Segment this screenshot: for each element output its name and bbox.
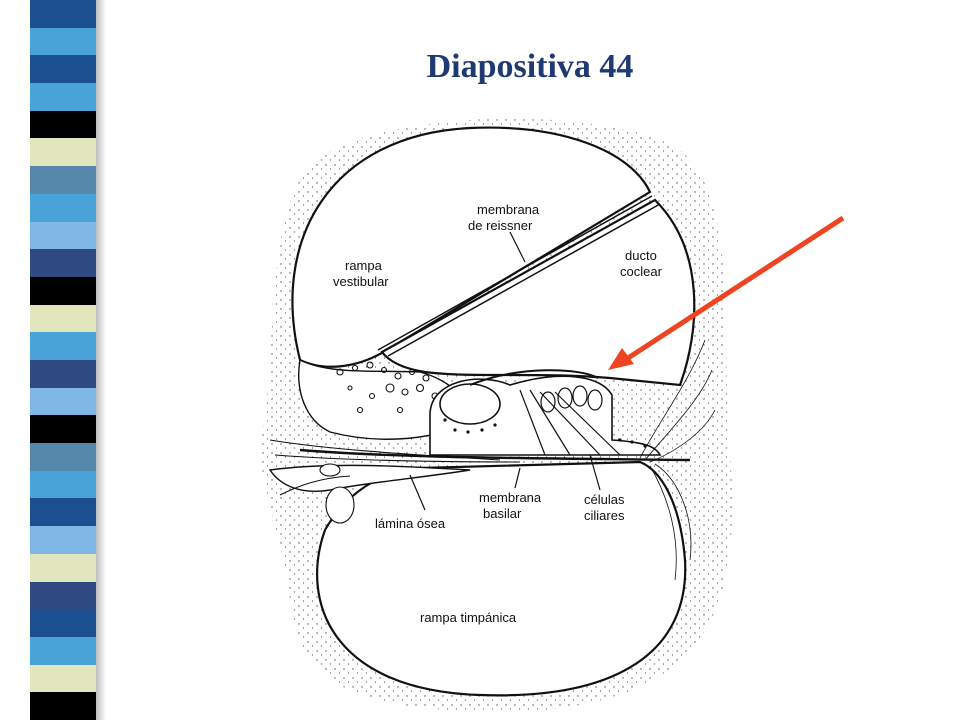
stripe-block: [30, 27, 96, 56]
stripe-block: [30, 193, 96, 223]
stripe-block: [30, 332, 96, 361]
label-lamina-osea: lámina ósea: [375, 516, 446, 531]
stripe-block: [30, 83, 96, 112]
stripe-block: [30, 221, 96, 250]
stripe-block: [30, 636, 96, 666]
stripe-block: [30, 55, 96, 84]
stripe-block: [30, 360, 96, 389]
label-ducto-coclear-1: ducto: [625, 248, 657, 263]
stripe-block: [30, 110, 96, 139]
stripe-block: [30, 304, 96, 333]
leader-lines: [409, 231, 601, 511]
label-rampa-vestibular-2: vestibular: [333, 274, 389, 289]
label-membrana-basilar-1: membrana: [479, 490, 542, 505]
label-rampa-timpanica: rampa timpánica: [420, 610, 517, 625]
slide-title: Diapositiva 44: [426, 48, 634, 85]
stripe-block: [30, 498, 96, 527]
inner-sulcus: [439, 383, 501, 425]
label-rampa-vestibular-1: rampa: [345, 258, 383, 273]
stripe-block: [30, 166, 96, 195]
stripe-shadow: [96, 0, 106, 720]
label-membrana-reissner-1: membrana: [477, 202, 540, 217]
label-celulas-ciliares-1: células: [584, 492, 625, 507]
stripe-block: [30, 138, 96, 167]
arrow-pointer-icon: [608, 215, 845, 370]
spiral-ligament-fibers: [639, 339, 716, 581]
stripe-block: [30, 664, 96, 693]
label-ducto-coclear-2: coclear: [620, 264, 663, 279]
stripe-block: [30, 276, 96, 306]
stripe-block: [30, 692, 96, 720]
stripe-block: [30, 0, 96, 29]
stripe-block: [30, 470, 96, 499]
stripe-block: [30, 526, 96, 555]
decorative-stripe: [30, 0, 96, 720]
stripe-block: [30, 415, 96, 444]
cell-nuclei: [443, 418, 647, 448]
reissner-membrane-inner: [387, 203, 661, 357]
reissner-membrane: [377, 195, 653, 351]
stripe-block: [30, 387, 96, 416]
stripe-block: [30, 553, 96, 583]
label-membrana-basilar-2: basilar: [483, 506, 522, 521]
basilar-membrane-line: [299, 448, 691, 462]
stripe-block: [30, 581, 96, 610]
rampa-vestibular-chamber: [291, 126, 652, 368]
tectorial-membrane: [469, 369, 599, 386]
hair-cells: [519, 385, 621, 456]
stripe-block: [30, 609, 96, 638]
label-membrana-reissner-2: de reissner: [468, 218, 533, 233]
stripe-block: [30, 443, 96, 472]
stripe-block: [30, 249, 96, 278]
nerve-fibers: [269, 439, 521, 524]
label-celulas-ciliares-2: ciliares: [584, 508, 625, 523]
